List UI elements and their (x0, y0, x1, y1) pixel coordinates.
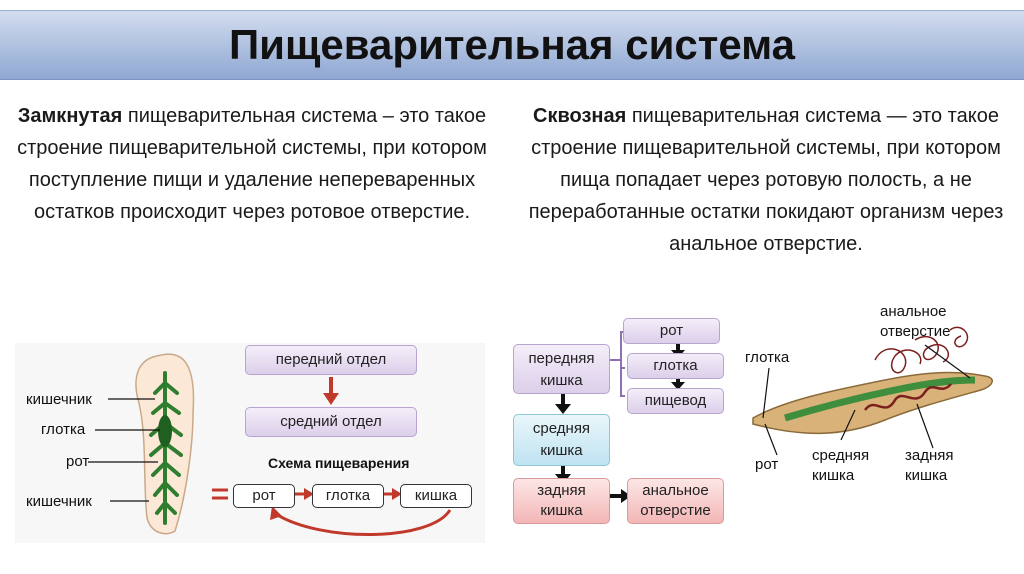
label-worm-hindgut-line2: кишка (905, 467, 948, 484)
label-intestine-top: кишечник (26, 391, 92, 408)
label-anus: анальное отверстие (880, 302, 950, 342)
scheme-title: Схема пищеварения (268, 455, 410, 471)
label-worm-midgut-line2: кишка (812, 467, 855, 484)
through-system-term: Сквозная (533, 105, 627, 127)
pharynx-box: глотка (627, 353, 724, 379)
closed-system-text: пищеварительная система – это такое стро… (17, 105, 487, 223)
label-worm-mouth: рот (755, 456, 779, 473)
midgut-box: средняя кишка (513, 414, 610, 466)
red-arrow-icon (323, 377, 339, 405)
page-title: Пищеварительная система (228, 21, 795, 68)
label-intestine-bottom: кишечник (26, 493, 92, 510)
scheme-mouth-box: рот (233, 484, 295, 508)
hindgut-line2: кишка (540, 502, 583, 519)
planarian-figure-icon (15, 343, 485, 543)
foregut-line2: кишка (540, 372, 583, 389)
esophagus-box: пищевод (627, 388, 724, 414)
title-bar: Пищеварительная система (0, 10, 1024, 80)
roundworm-figure-icon (752, 326, 993, 456)
scheme-pharynx-box: глотка (312, 484, 384, 508)
anterior-section-box: передний отдел (245, 345, 417, 375)
label-pharynx: глотка (41, 421, 86, 438)
through-system-definition: Сквозная пищеварительная система — это т… (516, 100, 1016, 260)
middle-section-box: средний отдел (245, 407, 417, 437)
label-worm-hindgut: задняя кишка (905, 446, 954, 486)
foregut-line1: передняя (528, 350, 595, 367)
anus-line2: отверстие (640, 502, 711, 519)
midgut-line2: кишка (540, 442, 583, 459)
hindgut-line1: задняя (537, 482, 586, 499)
label-worm-pharynx: глотка (745, 349, 790, 366)
label-worm-midgut-line1: средняя (812, 447, 870, 464)
label-mouth: рот (66, 453, 90, 470)
flow-arrows-icon (555, 331, 685, 503)
anus-line1: анальное (642, 482, 709, 499)
closed-system-definition: Замкнутая пищеварительная система – это … (8, 100, 496, 228)
scheme-gut-box: кишка (400, 484, 472, 508)
scheme-arrows-icon (212, 488, 452, 536)
mouth-box: рот (623, 318, 720, 344)
foregut-box: передняя кишка (513, 344, 610, 394)
anus-box: анальное отверстие (627, 478, 724, 524)
label-anus-line1: анальное (880, 303, 947, 320)
closed-system-term: Замкнутая (17, 105, 123, 127)
label-worm-hindgut-line1: задняя (905, 447, 954, 464)
label-worm-midgut: средняя кишка (812, 446, 869, 486)
midgut-line1: средняя (532, 420, 591, 437)
through-system-text: пищеварительная система — это такое стро… (528, 105, 1004, 255)
label-anus-line2: отверстие (880, 323, 951, 340)
hindgut-box: задняя кишка (513, 478, 610, 524)
